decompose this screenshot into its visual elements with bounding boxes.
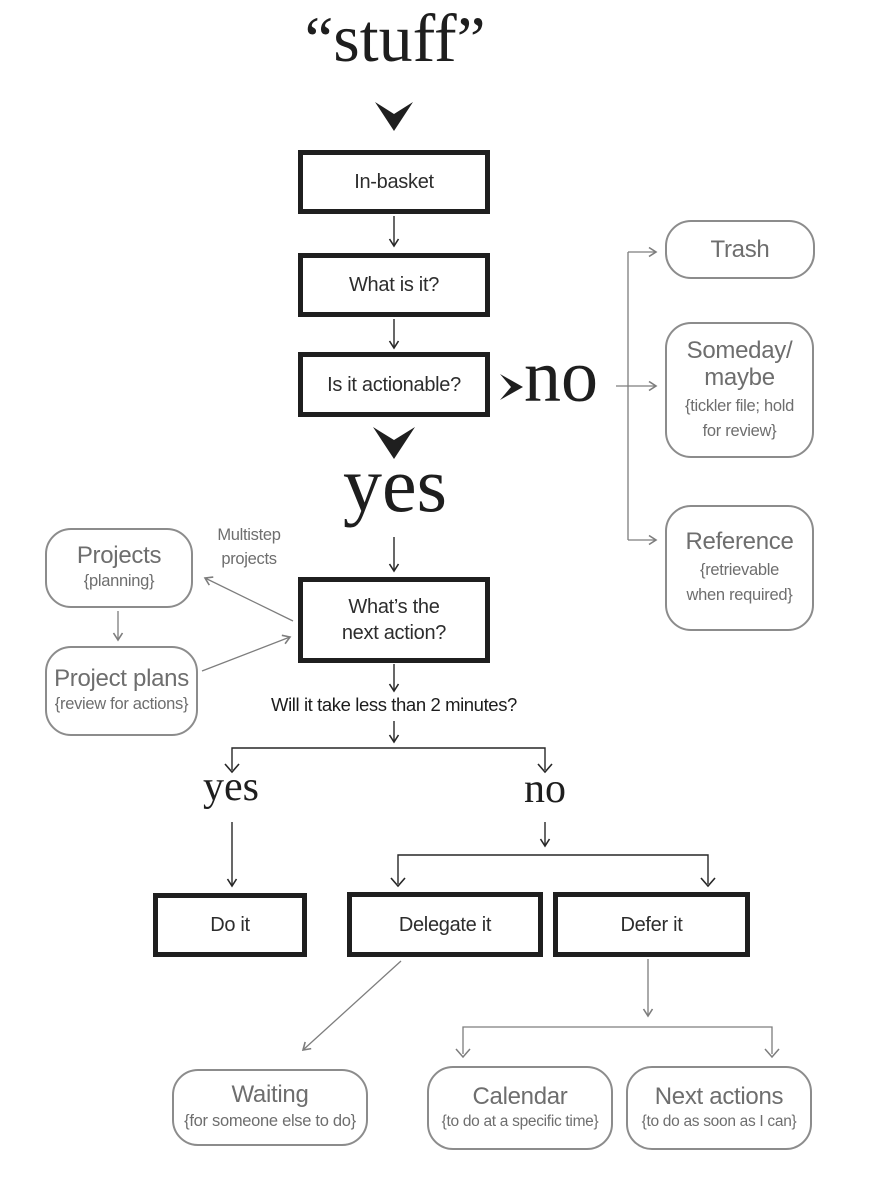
- outcome-someday-maybe: Someday/ maybe {tickler file; hold for r…: [665, 322, 814, 458]
- split-yes-arrowhead-icon: [224, 763, 240, 774]
- reference-title: Reference: [685, 528, 794, 556]
- split-delegate-arrowhead-icon: [390, 877, 406, 888]
- split-delegate-defer-line: [397, 854, 709, 884]
- arrow-delegate-waiting: [301, 960, 402, 1051]
- reference-note: {retrievable when required}: [686, 561, 793, 604]
- stuff-down-arrow-icon: [375, 102, 413, 131]
- trash-title: Trash: [710, 235, 770, 263]
- calendar-title: Calendar: [472, 1082, 568, 1110]
- decision-no-bottom: no: [524, 766, 566, 812]
- outcome-projects: Projects {planning}: [45, 528, 193, 608]
- outcome-reference: Reference {retrievable when required}: [665, 505, 814, 631]
- project-plans-note: {review for actions}: [54, 695, 189, 714]
- waiting-title: Waiting: [231, 1081, 309, 1109]
- outcome-next-actions: Next actions {to do as soon as I can}: [626, 1066, 812, 1150]
- someday-maybe-title: Someday/ maybe: [686, 336, 793, 392]
- next-actions-note: {to do as soon as I can}: [641, 1113, 797, 1131]
- projects-note: {planning}: [83, 572, 155, 591]
- arrow-projectplans-nextaction: [201, 634, 292, 672]
- split-calendar-nextactions-line: [462, 1026, 773, 1054]
- close-quote: ”: [456, 3, 486, 75]
- outcome-waiting: Waiting {for someone else to do}: [172, 1069, 368, 1146]
- split-yes-no-line: [231, 747, 546, 770]
- multistep-projects-label: Multistep projects: [217, 526, 281, 568]
- split-calendar-arrowhead-icon: [455, 1048, 471, 1059]
- projects-title: Projects: [76, 541, 162, 569]
- node-is-it-actionable: Is it actionable?: [298, 352, 490, 417]
- outcome-project-plans: Project plans {review for actions}: [45, 646, 198, 736]
- outcome-trash: Trash: [665, 220, 815, 279]
- next-actions-title: Next actions: [654, 1082, 784, 1110]
- decision-yes-bottom: yes: [203, 764, 259, 810]
- split-defer-arrowhead-icon: [700, 877, 716, 888]
- node-do-it: Do it: [153, 893, 307, 957]
- stuff-word: stuff: [333, 0, 457, 76]
- node-what-is-it: What is it?: [298, 253, 490, 317]
- split-nextactions-arrowhead-icon: [764, 1048, 780, 1059]
- someday-maybe-note: {tickler file; hold for review}: [685, 396, 794, 440]
- open-quote: “: [304, 3, 334, 75]
- two-minute-question: Will it take less than 2 minutes?: [271, 694, 517, 715]
- node-in-basket: In-basket: [298, 150, 490, 214]
- node-whats-next-action: What’s the next action?: [298, 577, 490, 663]
- split-no-arrowhead-icon: [537, 763, 553, 774]
- stuff-title: “stuff”: [240, 4, 550, 72]
- arrow-nextaction-projects: [203, 576, 294, 622]
- actionable-yes-arrow-icon: [373, 427, 415, 459]
- project-plans-title: Project plans: [54, 664, 189, 692]
- node-delegate-it: Delegate it: [347, 892, 543, 957]
- node-defer-it: Defer it: [553, 892, 750, 957]
- calendar-note: {to do at a specific time}: [441, 1113, 599, 1131]
- actionable-no-arrow-icon: [500, 374, 523, 400]
- decision-no-top: no: [524, 336, 598, 418]
- decision-yes-top: yes: [343, 441, 447, 528]
- waiting-note: {for someone else to do}: [184, 1111, 356, 1130]
- outcome-calendar: Calendar {to do at a specific time}: [427, 1066, 613, 1150]
